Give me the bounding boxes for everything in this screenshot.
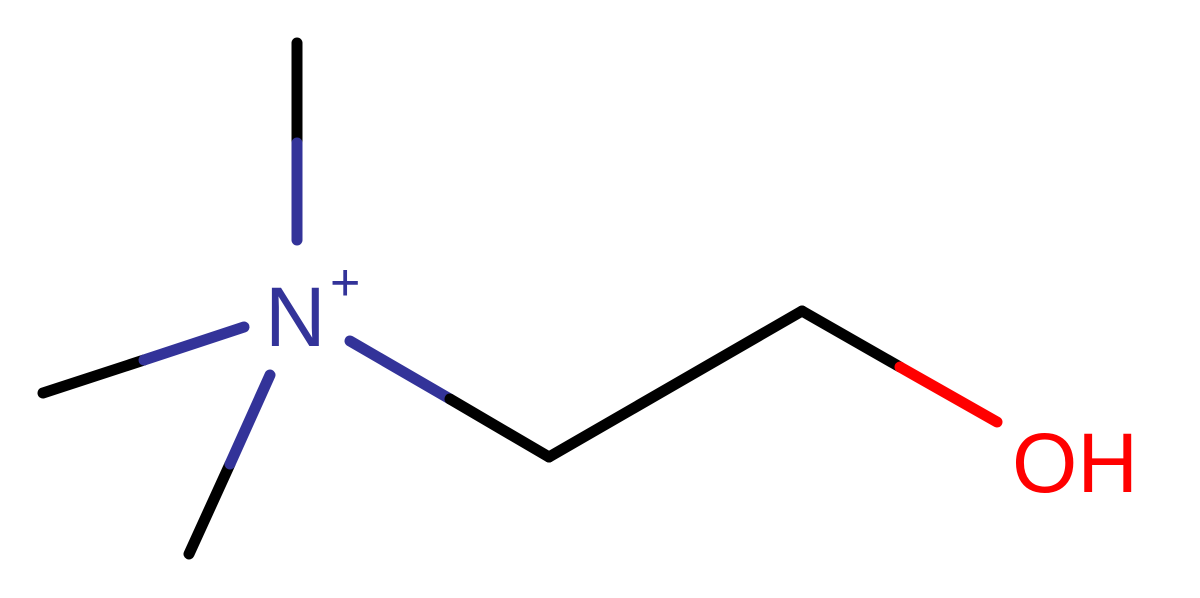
bond-ch2-oh xyxy=(796,305,1003,428)
bond-n-methyl-left xyxy=(37,321,250,399)
bond-ch2-ch2 xyxy=(543,305,808,463)
bond-n-methyl-bottom xyxy=(183,369,276,560)
nitrogen-atom-label: N xyxy=(265,270,326,364)
bond-n-ch2 xyxy=(344,335,555,463)
hydroxyl-label: OH xyxy=(1012,416,1138,510)
positive-charge-label: + xyxy=(330,254,360,312)
